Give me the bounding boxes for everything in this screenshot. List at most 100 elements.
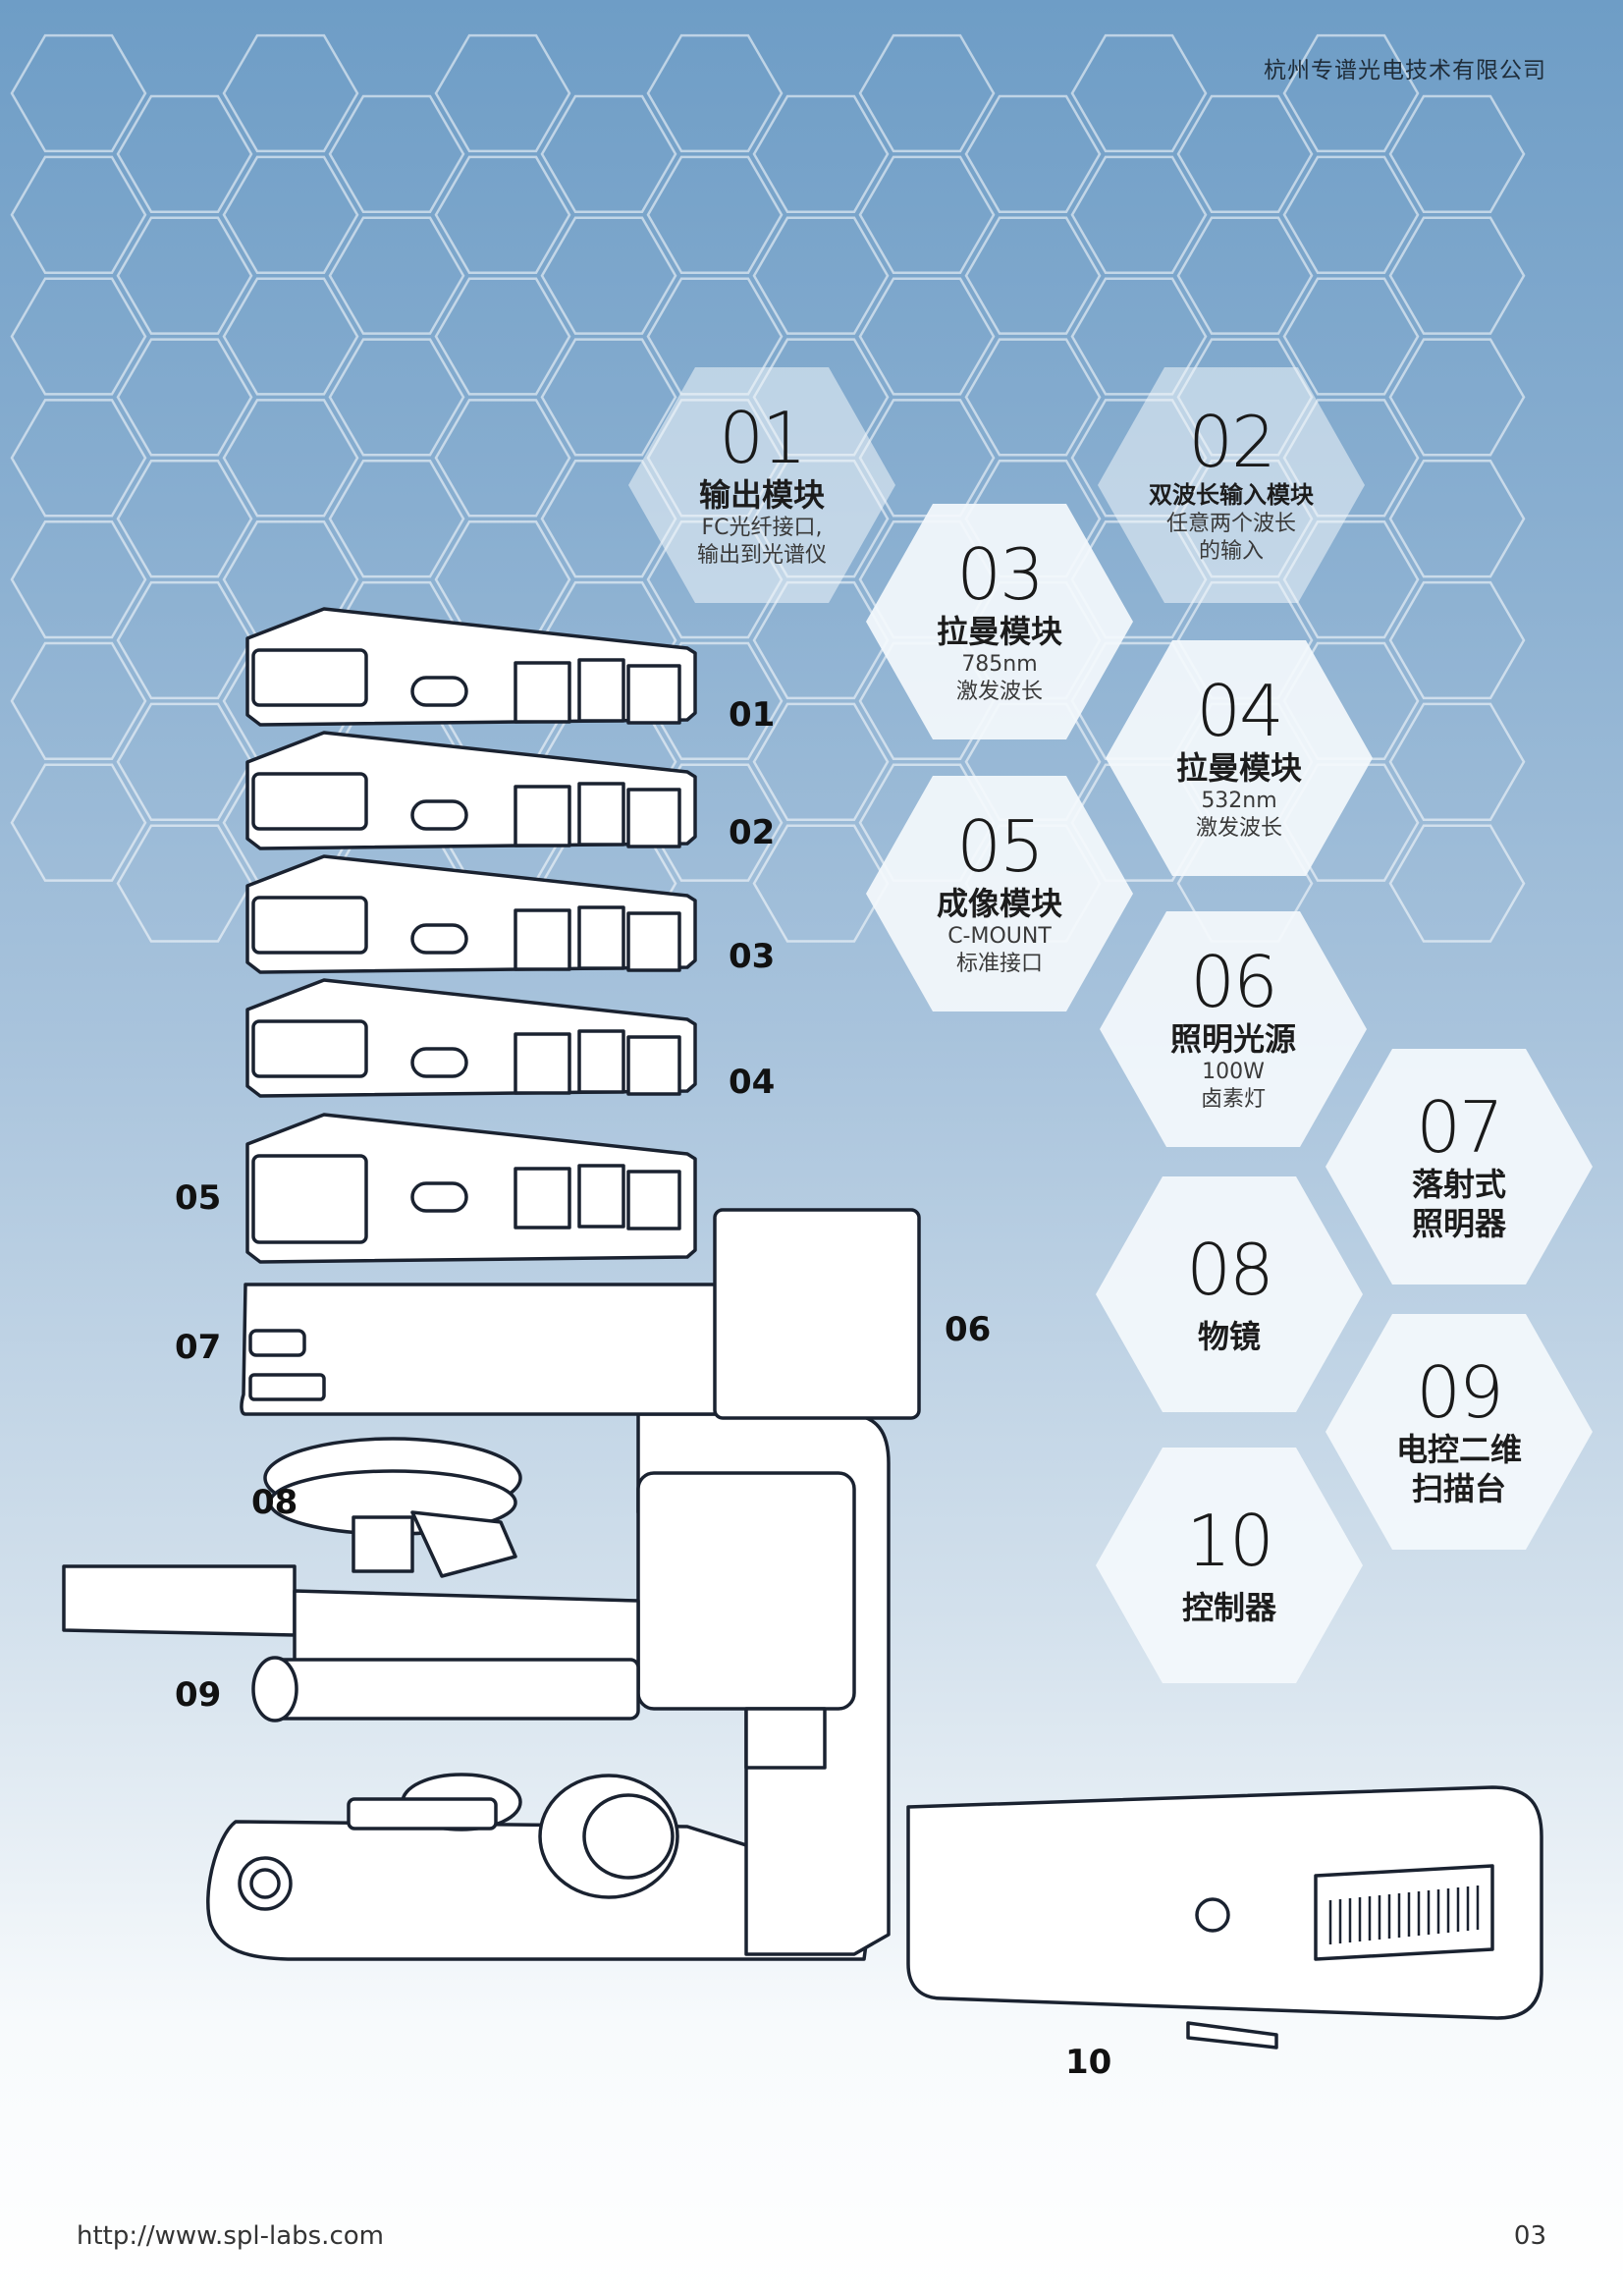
hexagon-outline (752, 702, 890, 821)
module-number: 02 (1188, 401, 1276, 483)
module-desc-line1: 785nm (961, 652, 1038, 677)
hexagon-outline (646, 33, 784, 153)
hexagon-outline (1388, 94, 1526, 214)
hexagon-outline (116, 216, 253, 335)
module-hex-06: 06 照明光源 100W 卤素灯 (1100, 911, 1367, 1147)
module-desc-line2: 的输入 (1198, 539, 1264, 564)
module-hex-10: 10 控制器 (1096, 1448, 1363, 1683)
module-number: 06 (1190, 941, 1278, 1023)
hexagon-outline (10, 33, 147, 153)
module-hex-08: 08 物镜 (1096, 1176, 1363, 1412)
hexagon-outline (434, 277, 571, 396)
module-title: 成像模块 (936, 885, 1062, 922)
hexagon-outline (10, 399, 147, 518)
hexagon-outline (1388, 580, 1526, 700)
hexagon-outline (116, 460, 253, 578)
module-number: 10 (1186, 1500, 1274, 1582)
hexagon-outline (646, 155, 784, 274)
module-title-line1: 落射式 (1411, 1166, 1506, 1203)
hexagon-outline (1282, 33, 1420, 153)
hexagon-outline (328, 338, 465, 457)
callout-08: 08 (251, 1483, 298, 1522)
hexagon-outline (1176, 94, 1314, 214)
module-number: 07 (1416, 1086, 1504, 1169)
hexagon-outline (328, 94, 465, 214)
module-number: 01 (719, 397, 807, 479)
module-desc-line1: 100W (1202, 1060, 1265, 1084)
module-hex-07: 07 落射式 照明器 (1325, 1049, 1593, 1285)
hexagon-outline (222, 155, 359, 274)
module-desc-line1: 任意两个波长 (1165, 512, 1296, 536)
hexagon-outline (964, 216, 1102, 335)
hexagon-outline (752, 580, 890, 700)
callout-04: 04 (729, 1063, 776, 1102)
hexagon-outline (10, 641, 147, 761)
hexagon-outline (10, 519, 147, 639)
hexagon-outline (434, 33, 571, 153)
callout-07: 07 (175, 1328, 222, 1367)
hexagon-outline (1388, 216, 1526, 335)
module-number: 08 (1186, 1229, 1274, 1311)
callout-03: 03 (729, 937, 776, 976)
hexagon-outline (858, 33, 996, 153)
hexagon-outline (540, 94, 677, 214)
stacked-module-box (245, 978, 697, 1098)
hexagon-outline (540, 338, 677, 457)
hexagon-outline (1282, 155, 1420, 274)
module-title: 物镜 (1197, 1318, 1261, 1355)
hexagon-outline (116, 824, 253, 943)
callout-05: 05 (175, 1178, 222, 1218)
hexagon-outline (222, 277, 359, 396)
module-desc-line2: 卤素灯 (1200, 1087, 1266, 1112)
company-name: 杭州专谱光电技术有限公司 (1264, 58, 1546, 83)
module-number: 05 (956, 805, 1045, 888)
module-hex-02: 02 双波长输入模块 任意两个波长 的输入 (1098, 367, 1365, 603)
hexagon-outline (328, 216, 465, 335)
module-desc-line1: C-MOUNT (947, 924, 1052, 949)
hexagon-outline (1070, 33, 1208, 153)
stacked-module-box (245, 1113, 697, 1264)
callout-02: 02 (729, 813, 776, 852)
stacked-module-box (245, 731, 697, 850)
hexagon-outline (116, 94, 253, 214)
module-title: 拉曼模块 (1175, 749, 1302, 787)
hexagon-outline (116, 338, 253, 457)
hexagon-outline (222, 33, 359, 153)
module-desc-line1: 532nm (1201, 789, 1277, 813)
module-title-line2: 照明器 (1411, 1205, 1506, 1242)
callout-01: 01 (729, 695, 776, 735)
hexagon-outline (752, 824, 890, 943)
module-number: 03 (956, 533, 1045, 616)
page-number: 03 (1513, 2221, 1546, 2251)
callout-10: 10 (1065, 2043, 1112, 2082)
hexagon-outline (540, 216, 677, 335)
hexagon-outline (116, 702, 253, 821)
hexagon-outline (1388, 338, 1526, 457)
hexagon-outline (1388, 702, 1526, 821)
hexagon-outline (116, 580, 253, 700)
hexagon-outline (1282, 277, 1420, 396)
hexagon-outline (10, 155, 147, 274)
module-desc-line1: FC光纤接口, (701, 516, 823, 540)
hexagon-outline (222, 399, 359, 518)
hexagon-outline (858, 277, 996, 396)
hexagon-outline (1388, 460, 1526, 578)
hexagon-outline (1176, 216, 1314, 335)
module-title: 照明光源 (1169, 1020, 1296, 1058)
footer-website-url[interactable]: http://www.spl-labs.com (77, 2221, 384, 2251)
hexagon-outline (752, 216, 890, 335)
module-number: 09 (1416, 1351, 1504, 1434)
hexagon-outline (10, 277, 147, 396)
stacked-module-box (245, 854, 697, 974)
hexagon-outline (434, 399, 571, 518)
hexagon-outline (1070, 155, 1208, 274)
hexagon-outline (752, 94, 890, 214)
callout-06: 06 (945, 1310, 992, 1349)
module-desc-line2: 标准接口 (955, 952, 1043, 976)
hexagon-outline (10, 763, 147, 882)
hexagon-outline (964, 338, 1102, 457)
module-hex-09: 09 电控二维 扫描台 (1325, 1314, 1593, 1550)
module-title-line1: 电控二维 (1395, 1431, 1522, 1468)
module-title: 拉曼模块 (936, 613, 1062, 650)
